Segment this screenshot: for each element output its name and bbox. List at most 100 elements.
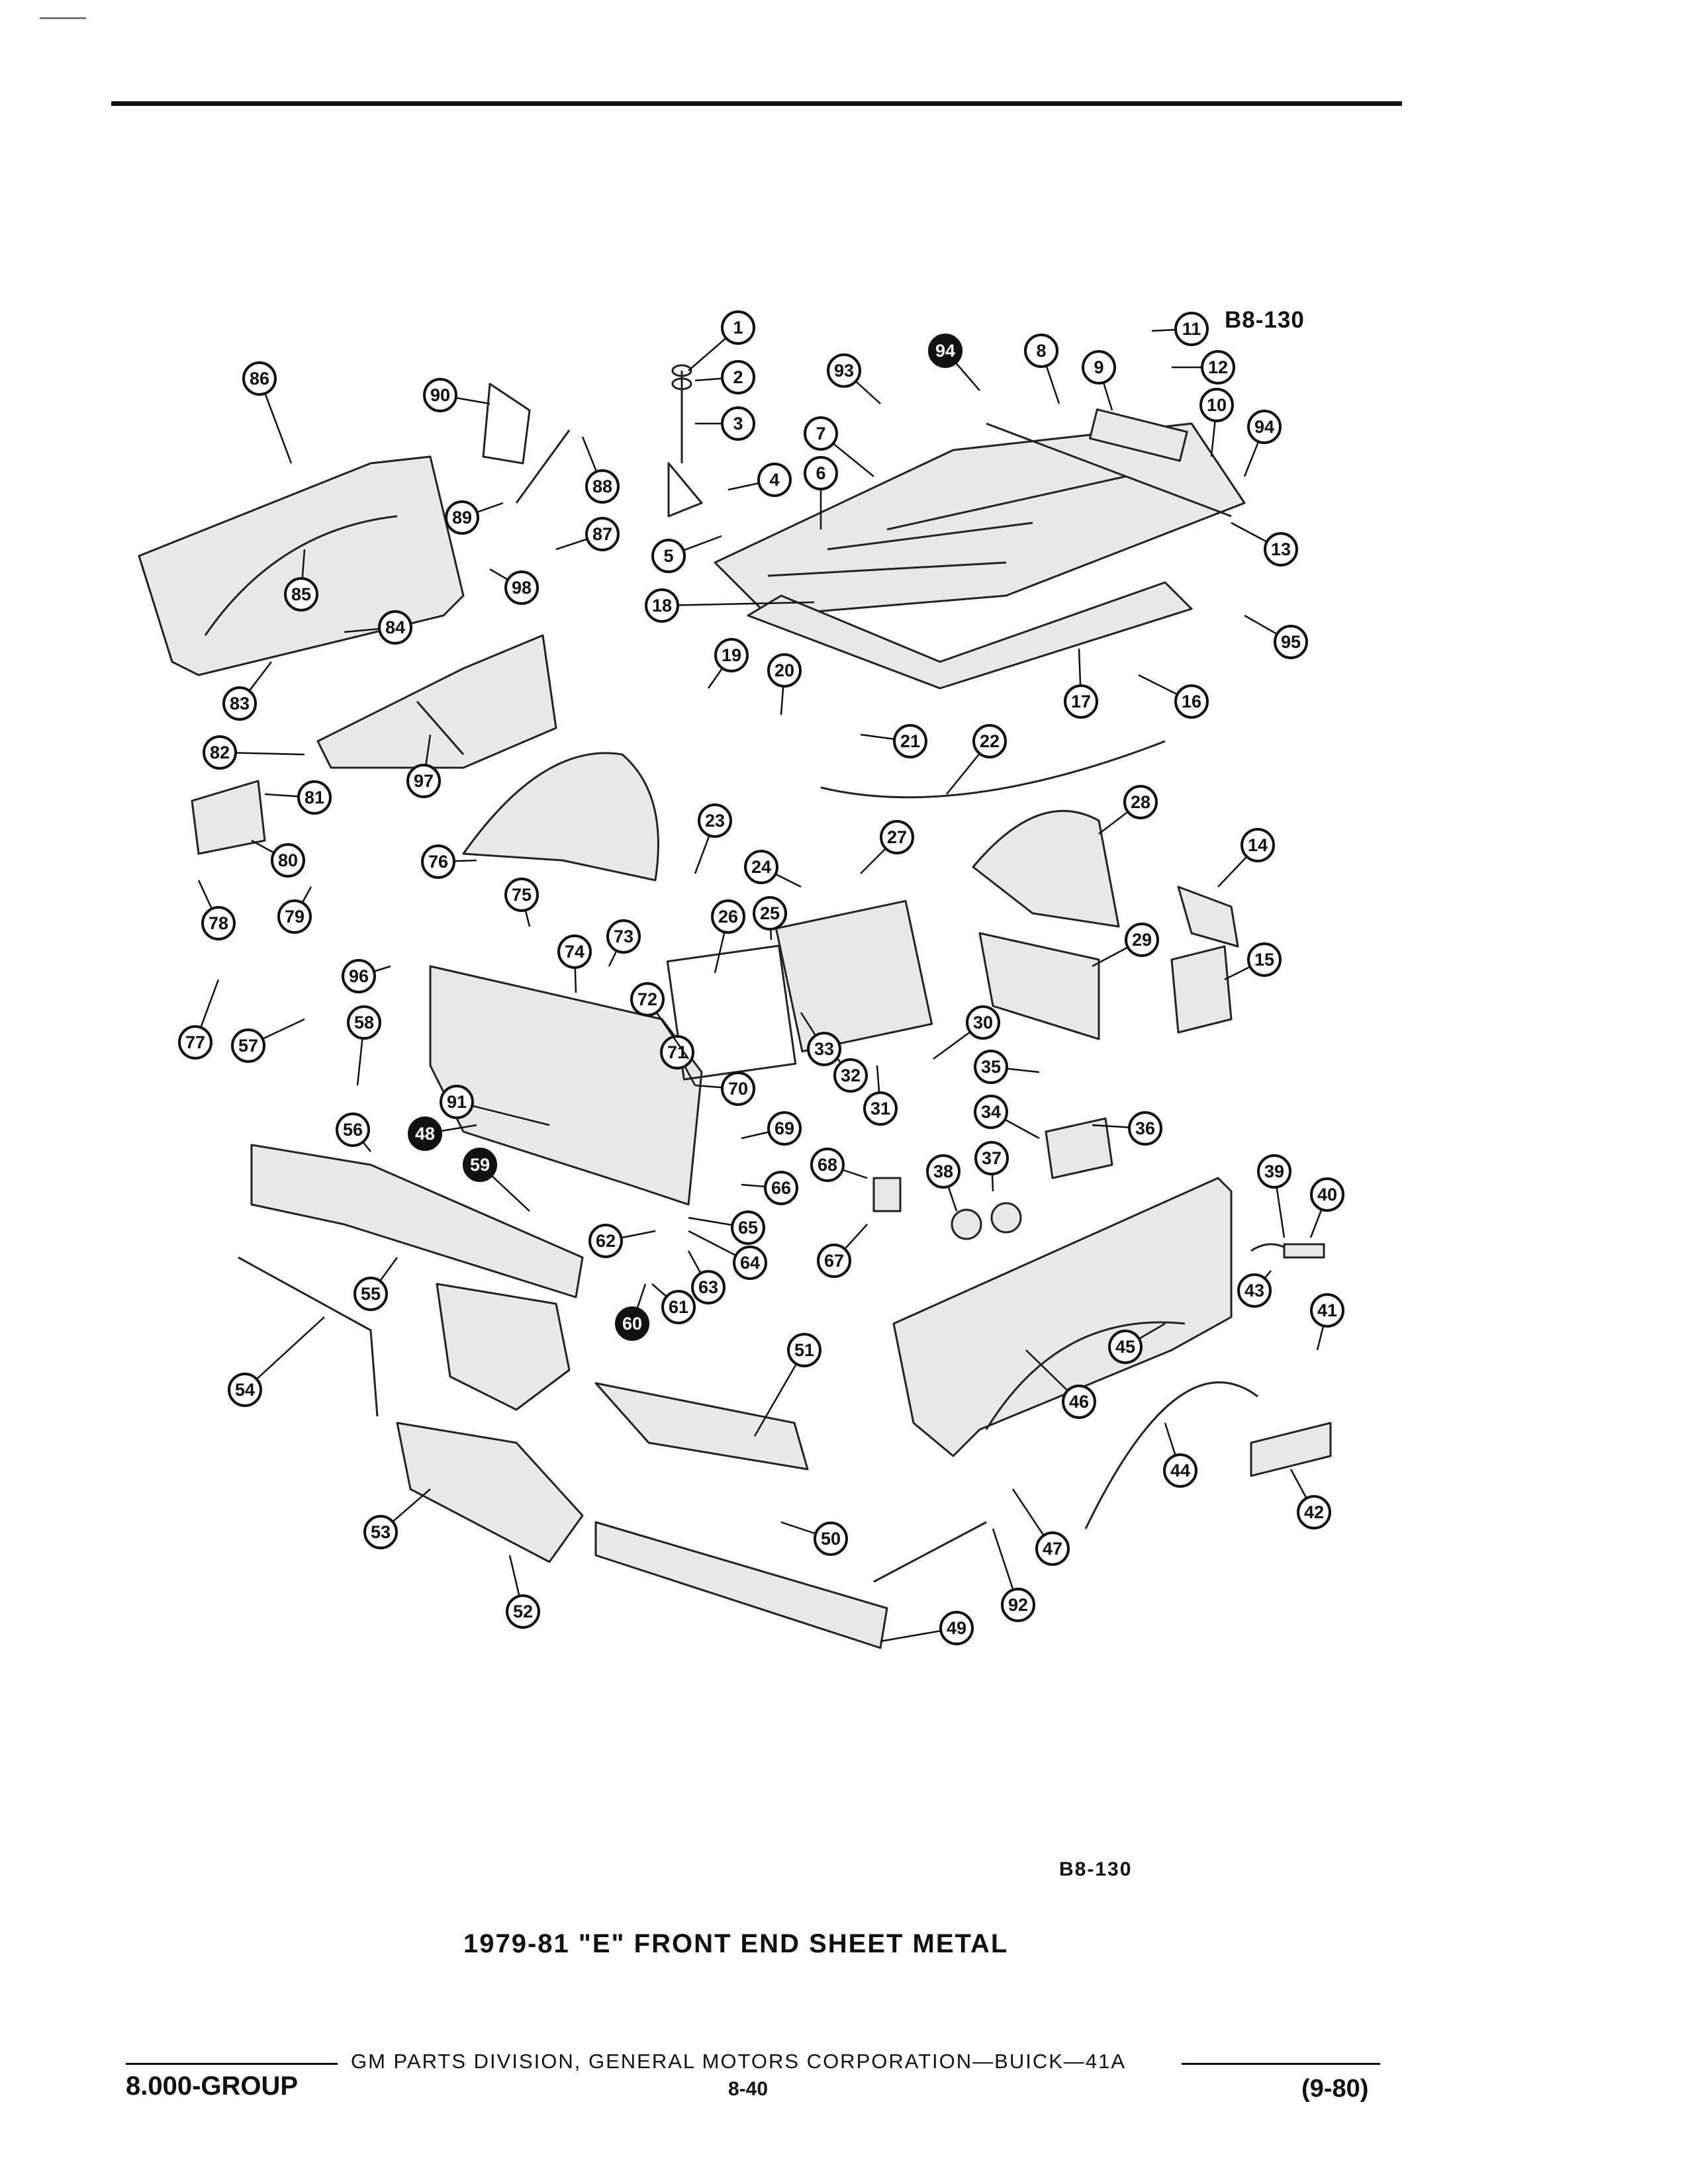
callout-number: 54 xyxy=(235,1380,255,1400)
callout-60: 60 xyxy=(615,1306,649,1341)
callout-number: 19 xyxy=(722,645,741,665)
callout-7: 7 xyxy=(804,416,838,451)
callout-number: 74 xyxy=(565,942,585,962)
callout-43: 43 xyxy=(1237,1273,1272,1308)
callout-41: 41 xyxy=(1310,1293,1344,1328)
callout-number: 35 xyxy=(981,1057,1001,1077)
callout-number: 51 xyxy=(794,1340,814,1360)
callout-number: 72 xyxy=(637,989,657,1009)
callout-number: 25 xyxy=(760,903,780,923)
callout-number: 82 xyxy=(210,743,230,762)
callout-number: 13 xyxy=(1271,539,1291,559)
callout-leader xyxy=(244,1316,325,1390)
callout-number: 37 xyxy=(982,1148,1002,1168)
callout-13: 13 xyxy=(1264,532,1298,567)
callout-number: 33 xyxy=(814,1039,834,1059)
callout-51: 51 xyxy=(787,1333,821,1367)
callout-number: 12 xyxy=(1208,357,1228,377)
callout-55: 55 xyxy=(353,1277,388,1311)
callout-number: 27 xyxy=(887,827,907,847)
callout-34: 34 xyxy=(974,1095,1008,1129)
radiator xyxy=(774,899,933,1053)
callout-27: 27 xyxy=(880,820,914,854)
callout-8: 8 xyxy=(1024,334,1058,368)
callout-number: 58 xyxy=(354,1013,374,1032)
callout-number: 3 xyxy=(733,414,743,433)
callout-97: 97 xyxy=(406,764,441,798)
callout-number: 29 xyxy=(1132,930,1152,950)
callout-number: 75 xyxy=(512,885,532,905)
callout-67: 67 xyxy=(817,1244,851,1278)
callout-number: 80 xyxy=(278,850,298,870)
callout-58: 58 xyxy=(347,1005,381,1040)
hood-insulator xyxy=(747,581,1193,690)
callout-number: 48 xyxy=(415,1124,435,1144)
callout-number: 10 xyxy=(1207,395,1227,415)
callout-number: 20 xyxy=(774,660,794,680)
callout-47: 47 xyxy=(1035,1531,1070,1566)
figure-code-bottom: B8-130 xyxy=(1059,1858,1133,1880)
fender-molding xyxy=(1250,1422,1332,1477)
hood-latch-assembly xyxy=(667,371,703,518)
callout-6: 6 xyxy=(804,456,838,490)
callout-number: 95 xyxy=(1281,632,1301,652)
front-lower-bar xyxy=(594,1521,888,1649)
callout-number: 4 xyxy=(769,470,779,490)
callout-leader xyxy=(661,601,815,607)
callout-number: 73 xyxy=(614,927,633,946)
callout-number: 68 xyxy=(818,1155,837,1175)
callout-93: 93 xyxy=(827,353,861,388)
callout-number: 1 xyxy=(733,318,743,338)
callout-69: 69 xyxy=(767,1111,802,1146)
horn-38 xyxy=(951,1208,982,1240)
callout-number: 15 xyxy=(1254,950,1274,970)
page-number: 8-40 xyxy=(728,2078,769,2100)
callout-number: 21 xyxy=(900,731,920,751)
callout-65: 65 xyxy=(731,1210,765,1245)
left-fender-wheel-opening xyxy=(204,515,398,636)
callout-number: 83 xyxy=(230,694,250,713)
callout-number: 93 xyxy=(834,361,854,381)
callout-82: 82 xyxy=(203,735,237,770)
callout-25: 25 xyxy=(753,896,787,931)
callout-87: 87 xyxy=(585,517,620,551)
callout-number: 8 xyxy=(1036,341,1046,361)
callout-4: 4 xyxy=(757,463,792,497)
callout-15: 15 xyxy=(1247,942,1282,977)
callout-number: 85 xyxy=(291,584,311,604)
callout-12: 12 xyxy=(1201,350,1235,385)
callout-number: 24 xyxy=(751,857,771,877)
footer-rule-right xyxy=(1182,2063,1380,2065)
callout-number: 67 xyxy=(824,1251,844,1271)
revision-date: (9-80) xyxy=(1301,2075,1369,2103)
callout-81: 81 xyxy=(297,780,332,815)
callout-50: 50 xyxy=(814,1522,848,1556)
callout-number: 18 xyxy=(652,596,672,615)
callout-number: 31 xyxy=(870,1099,890,1118)
callout-72: 72 xyxy=(630,982,665,1017)
callout-14: 14 xyxy=(1241,828,1275,862)
callout-96: 96 xyxy=(342,959,376,993)
callout-number: 56 xyxy=(343,1120,363,1140)
callout-26: 26 xyxy=(711,899,745,934)
callout-number: 2 xyxy=(733,367,743,387)
baffle-14 xyxy=(1177,886,1239,948)
callout-number: 26 xyxy=(718,907,738,927)
horn-37 xyxy=(990,1202,1022,1234)
callout-number: 94 xyxy=(1254,417,1274,437)
right-fender-wheel-opening xyxy=(985,1321,1186,1430)
callout-number: 22 xyxy=(980,731,1000,751)
callout-number: 91 xyxy=(447,1092,467,1112)
callout-36: 36 xyxy=(1128,1111,1162,1146)
callout-21: 21 xyxy=(893,724,927,758)
callout-83: 83 xyxy=(222,686,257,721)
callout-46: 46 xyxy=(1062,1385,1096,1419)
callout-66: 66 xyxy=(764,1171,798,1205)
rod-97 xyxy=(416,701,465,755)
callout-1: 1 xyxy=(721,310,755,345)
callout-number: 47 xyxy=(1043,1539,1062,1559)
callout-number: 49 xyxy=(947,1618,966,1638)
callout-number: 23 xyxy=(705,811,725,831)
